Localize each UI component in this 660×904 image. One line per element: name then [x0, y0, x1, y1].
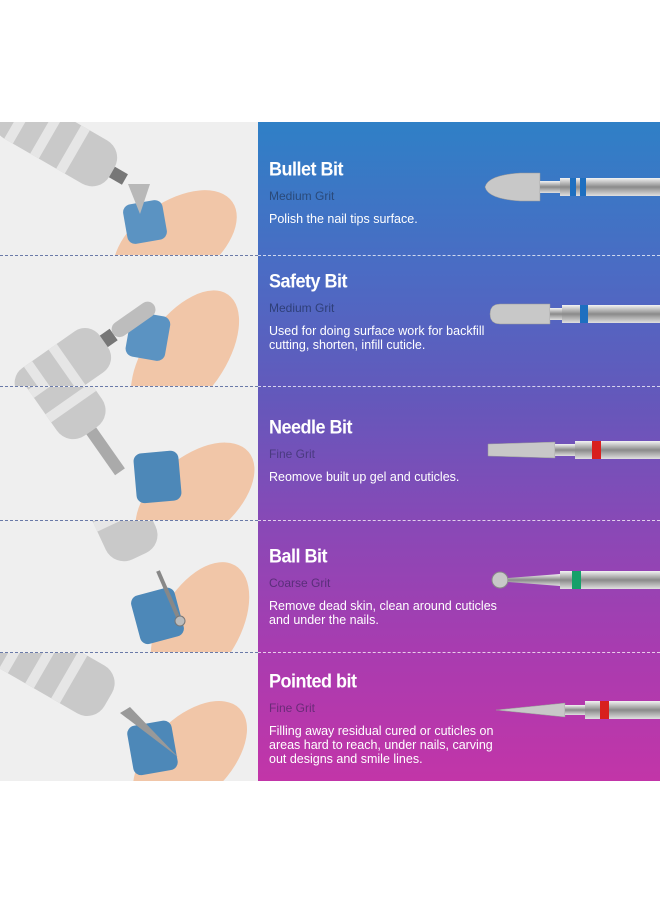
- bit-description: Used for doing surface work for backfill…: [269, 324, 485, 352]
- safety-bit-usage-photo: [0, 256, 258, 386]
- bit-title: Ball Bit: [269, 545, 328, 567]
- grit-label: Medium Grit: [269, 301, 335, 315]
- bit-title: Safety Bit: [269, 270, 348, 292]
- bit-title: Bullet Bit: [269, 158, 344, 180]
- grit-label: Fine Grit: [269, 701, 316, 715]
- bit-description: Reomove built up gel and cuticles.: [269, 470, 460, 484]
- bullet-bit-usage-photo: [0, 122, 258, 255]
- grit-label: Coarse Grit: [269, 576, 331, 590]
- safety-bit-image: [480, 294, 660, 334]
- grit-label: Medium Grit: [269, 189, 335, 203]
- needle-bit-usage-photo: [0, 387, 258, 520]
- bit-description: Filling away residual cured or cuticles …: [269, 724, 494, 766]
- bullet-bit-image: [480, 167, 660, 207]
- grit-label: Fine Grit: [269, 447, 316, 461]
- bit-title: Needle Bit: [269, 416, 353, 438]
- ball-bit-usage-photo: [0, 521, 258, 652]
- ball-bit-image: [480, 560, 660, 600]
- pointed-bit-usage-photo: [0, 653, 258, 781]
- nail-drill-bits-infographic: Bullet Bit Medium Grit Polish the nail t…: [0, 122, 660, 781]
- pointed-bit-image: [480, 690, 660, 730]
- needle-bit-image: [480, 430, 660, 470]
- bit-description: Remove dead skin, clean around cuticles …: [269, 599, 497, 627]
- bit-description: Polish the nail tips surface.: [269, 212, 418, 226]
- bit-title: Pointed bit: [269, 670, 357, 692]
